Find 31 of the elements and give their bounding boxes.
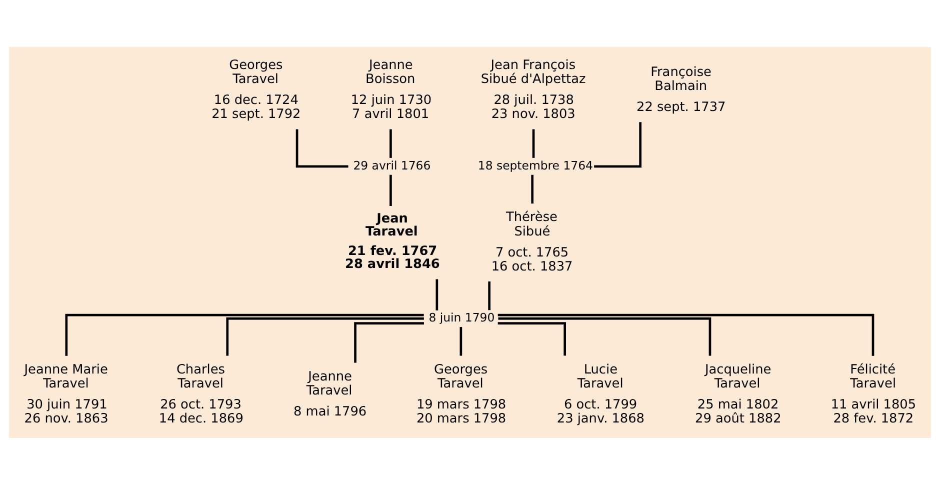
connector — [498, 322, 566, 356]
connector — [594, 122, 642, 168]
node-text: Charles Taravel 26 oct. 1793 14 dec. 1869 — [158, 362, 244, 427]
node-text: Jean François Sibué d'Alpettaz 28 juil. 1738 23 nov. 1803 — [480, 58, 586, 122]
node-text: Jacqueline Taravel 25 mai 1802 29 août 1882 — [695, 362, 782, 427]
node-text: 18 septembre 1764 — [478, 158, 593, 172]
connector — [436, 279, 438, 310]
connector — [354, 322, 424, 363]
node-text: Lucie Taravel 6 oct. 1799 23 janv. 1868 — [556, 362, 644, 427]
node-text: 29 avril 1766 — [353, 158, 431, 172]
node-text: 8 juin 1790 — [428, 310, 495, 325]
connector — [390, 129, 392, 158]
node-text: Jeanne Boisson 12 juin 1730 7 avril 1801 — [350, 58, 432, 122]
connector — [390, 174, 392, 206]
node-text: Jeanne Taravel 8 mai 1796 — [294, 369, 367, 420]
connector — [65, 314, 424, 356]
node-text: Georges Taravel 16 dec. 1724 21 sept. 1792 — [212, 58, 301, 122]
connector — [296, 129, 348, 168]
node-text: Françoise Balmain 22 sept. 1737 — [636, 65, 726, 116]
connector — [498, 317, 712, 356]
connector — [531, 174, 534, 204]
connector — [498, 314, 874, 356]
connector — [460, 327, 462, 356]
connector — [532, 129, 535, 158]
node-text: Thérèse Sibué 7 oct. 1765 16 oct. 1837 — [491, 210, 573, 274]
node-text: Jean Taravel 21 fev. 1767 28 avril 1846 — [345, 211, 440, 272]
node-text: Jeanne Marie Taravel 30 juin 1791 26 nov. 1863 — [24, 362, 108, 427]
node-text: Georges Taravel 19 mars 1798 20 mars 1798 — [416, 362, 506, 427]
node-text: Félicité Taravel 11 avril 1805 28 fev. 1872 — [830, 362, 916, 427]
connector — [226, 317, 424, 356]
connector — [488, 281, 490, 310]
